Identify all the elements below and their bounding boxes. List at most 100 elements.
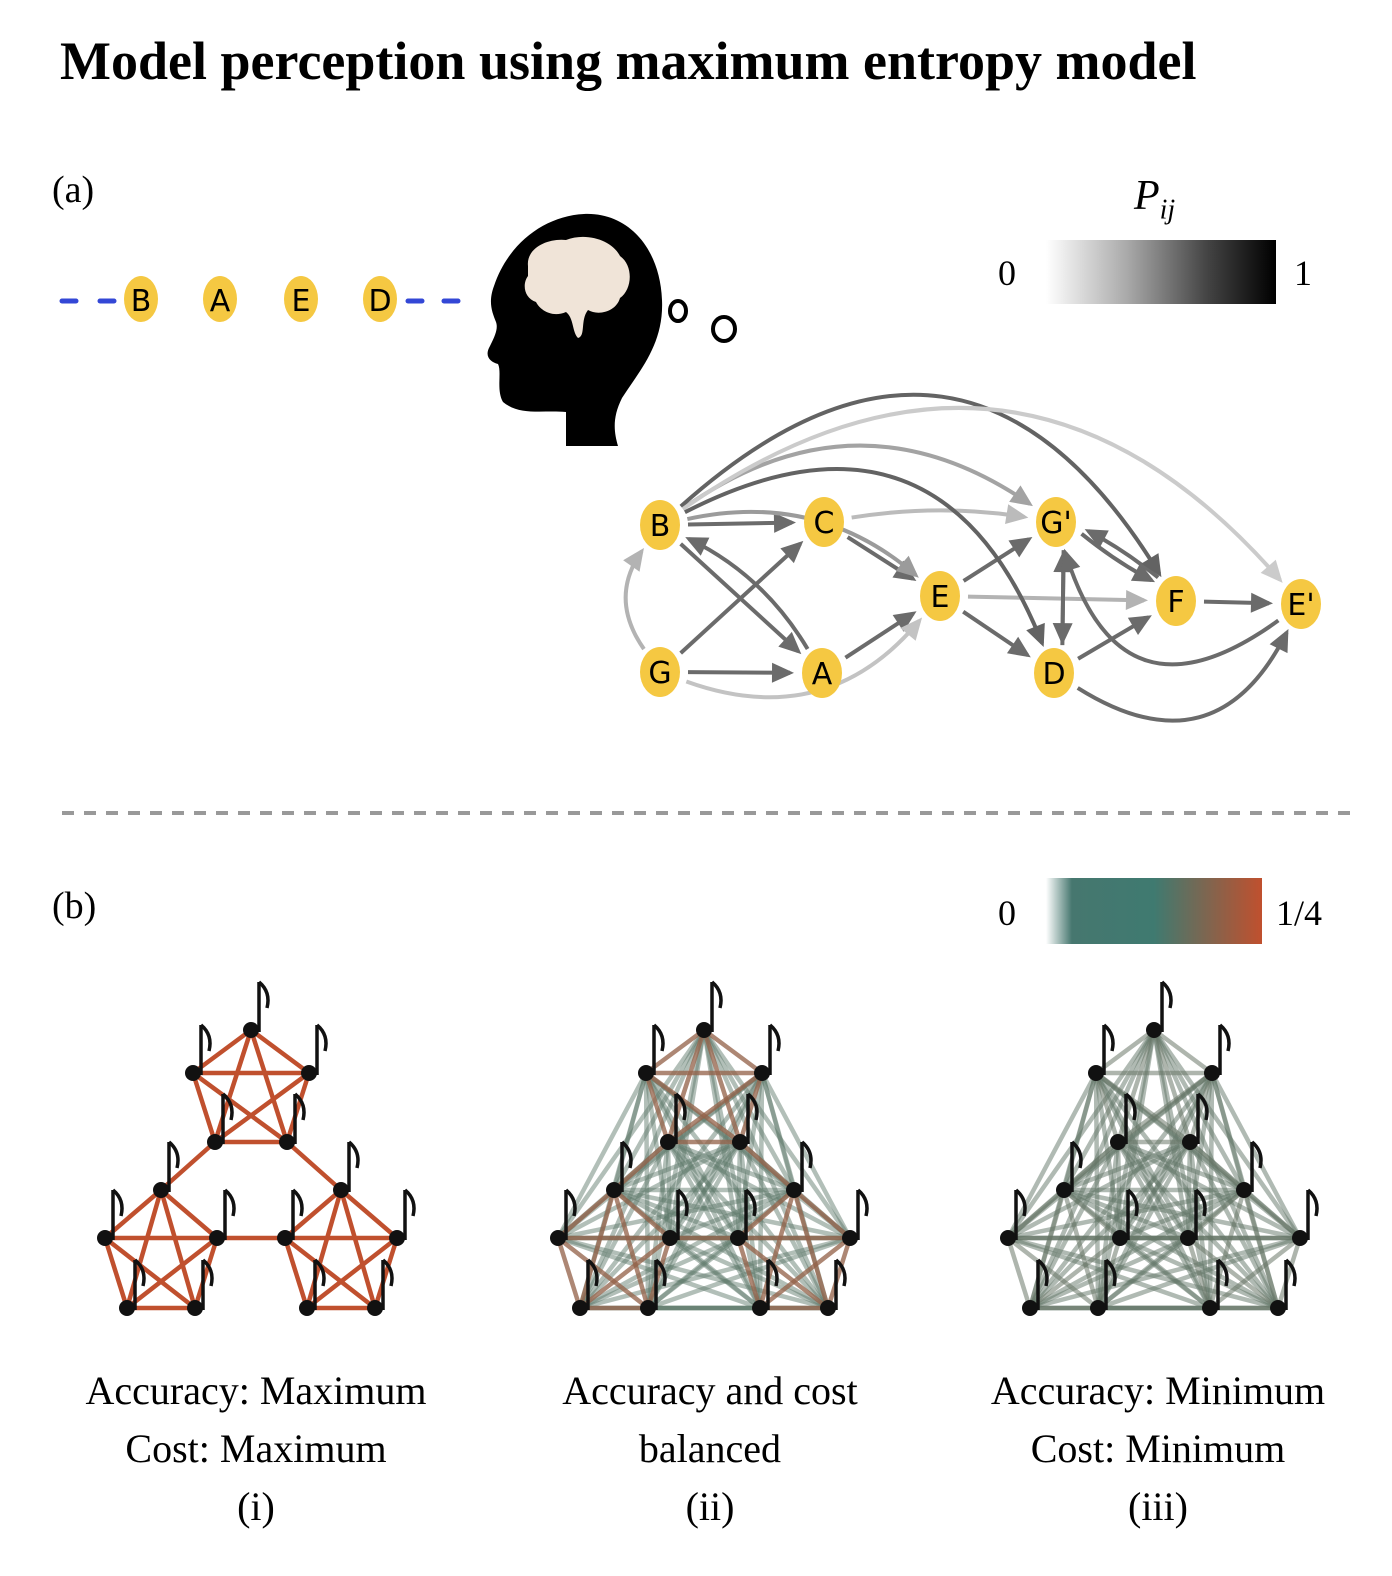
colorbar-a-symbol: P — [1134, 173, 1160, 219]
caption-iii-line1: Accuracy: Minimum — [990, 1368, 1326, 1413]
network-edge — [644, 1071, 742, 1144]
network-edge — [1027, 1189, 1067, 1309]
colorbar-b-min: 0 — [998, 893, 1016, 933]
figure-title: Model perception using maximum entropy m… — [60, 31, 1197, 91]
caption-iii: Accuracy: Minimum Cost: Minimum (iii) — [958, 1362, 1358, 1536]
network-edge — [338, 1189, 378, 1309]
graph-node-label: F — [1167, 585, 1184, 620]
network-edge — [792, 1188, 852, 1240]
network-edge — [668, 1236, 762, 1310]
network-edge — [283, 1236, 377, 1310]
network-edge — [1116, 1071, 1214, 1144]
music-note-icon — [662, 1188, 689, 1246]
music-note-icon — [1204, 1023, 1231, 1081]
network-edge — [644, 1071, 740, 1240]
graph-node: D — [1034, 648, 1074, 698]
network-edge — [738, 1140, 796, 1192]
caption-iii-line2: Cost: Minimum — [1030, 1426, 1286, 1471]
graph-node-label: E — [931, 580, 950, 615]
network-edge — [702, 1028, 852, 1240]
music-note-icon — [640, 1258, 667, 1316]
music-note-icon — [550, 1188, 577, 1246]
music-note-icon — [842, 1188, 869, 1246]
music-note-icon — [207, 1092, 234, 1150]
music-note-icon — [820, 1258, 847, 1316]
graph-edge — [684, 467, 1045, 645]
graph-edge — [687, 537, 810, 650]
music-note-icon — [1112, 1188, 1139, 1246]
network-edge — [665, 1141, 673, 1239]
graph-arrowhead — [1009, 485, 1033, 507]
graph-arrowhead — [773, 512, 797, 533]
graph-node: F — [1156, 576, 1196, 626]
network-edge — [666, 1071, 764, 1144]
network-edge — [248, 1029, 290, 1143]
graph-arrowhead — [1250, 592, 1274, 613]
music-note-icon — [333, 1140, 360, 1198]
music-note-icon — [279, 1092, 306, 1150]
sequence-note-label: A — [210, 284, 231, 319]
network-edge — [665, 1029, 707, 1143]
music-note-icon — [243, 980, 270, 1038]
sequence-note-label: E — [292, 284, 311, 319]
graph-edge — [1063, 552, 1280, 667]
network-edge — [758, 1236, 852, 1310]
music-note-icon — [660, 1092, 687, 1150]
network-edge — [643, 1072, 651, 1309]
graph-arrowhead — [1006, 636, 1031, 658]
graph-node-label: G — [648, 656, 671, 691]
graph-arrowhead — [1269, 629, 1289, 654]
music-note-icon — [1110, 1092, 1137, 1150]
graph-node: C — [804, 497, 844, 547]
network-edge — [1028, 1236, 1122, 1310]
music-note-icon — [606, 1140, 633, 1198]
music-note-icon — [97, 1188, 124, 1246]
network-edge — [643, 1072, 763, 1309]
caption-i-line1: Accuracy: Maximum — [85, 1368, 427, 1413]
network-edge — [578, 1188, 796, 1310]
colorbar-a — [1046, 240, 1276, 304]
network-edge — [611, 1189, 651, 1309]
network-edge — [613, 1187, 739, 1241]
music-note-icon — [732, 1092, 759, 1150]
panel-b-label: (b) — [52, 885, 97, 927]
music-note-icon — [696, 980, 723, 1038]
colorbar-a-max: 1 — [1294, 253, 1312, 293]
graph-node: E — [920, 571, 960, 621]
graph-arrowhead — [778, 631, 802, 655]
network-edge — [304, 1189, 344, 1309]
music-note-icon — [119, 1258, 146, 1316]
graph-arrowhead — [1084, 529, 1109, 549]
colorbar-b-max: 1/4 — [1276, 893, 1323, 933]
caption-ii-line2: balanced — [638, 1426, 782, 1471]
sequence-note: D — [363, 276, 397, 322]
network-edge — [1242, 1188, 1302, 1240]
network-edge — [339, 1188, 399, 1240]
network-edge — [578, 1236, 672, 1310]
network-1 — [97, 980, 416, 1316]
network-edge — [1115, 1029, 1157, 1143]
network-edge — [612, 1188, 830, 1310]
network-edge — [701, 1029, 831, 1309]
graph-arrowhead — [623, 547, 644, 572]
network-edge — [1208, 1236, 1302, 1310]
music-note-icon — [1022, 1258, 1049, 1316]
graph-arrowhead — [1130, 563, 1156, 583]
network-edge — [557, 1235, 829, 1311]
caption-i: Accuracy: Maximum Cost: Maximum (i) — [56, 1362, 456, 1536]
network-edge — [643, 1072, 673, 1239]
network-edge — [1187, 1072, 1215, 1143]
network-edge — [1186, 1236, 1280, 1310]
sequence-note-label: B — [131, 284, 152, 319]
music-note-icon — [754, 1023, 781, 1081]
graph-arrowhead — [892, 611, 917, 632]
graph-node: G — [640, 647, 680, 697]
thought-bubble-small — [668, 299, 688, 323]
network-edge — [666, 1140, 762, 1310]
network-edge — [125, 1236, 219, 1310]
network-edge — [668, 1140, 742, 1240]
music-note-icon — [786, 1140, 813, 1198]
network-edge — [1210, 1071, 1302, 1240]
